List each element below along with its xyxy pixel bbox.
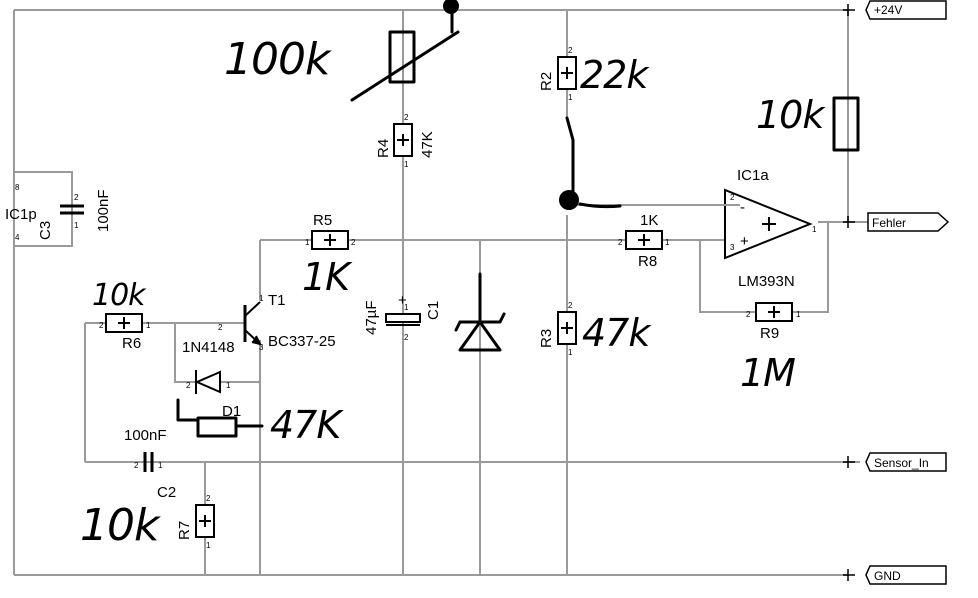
c2-value: 100nF [124, 427, 167, 444]
resistor-r6: 2 1 R6 [99, 313, 151, 352]
t1-pin-b: 2 [218, 323, 223, 332]
r6-pin1: 1 [146, 321, 151, 330]
r8-value: 1K [640, 212, 658, 229]
r3-name: R3 [538, 329, 555, 348]
r9-pin2: 2 [746, 310, 751, 319]
comparator-ic1a: - + 2 3 1 IC1a LM393N [567, 167, 817, 290]
t1-pin-e: 3 [259, 343, 264, 352]
capacitor-c3: 2 1 C3 100nF [37, 189, 112, 240]
capacitor-c1: + 1 2 47µF C1 [363, 292, 442, 342]
ic-pin4: 4 [15, 233, 20, 242]
r6-name: R6 [122, 335, 141, 352]
opamp-minus: - [740, 199, 745, 216]
port-vcc: +24V [843, 0, 947, 20]
hand-r6-label: 10k [92, 278, 147, 313]
t1-name: T1 [268, 292, 286, 309]
r8-pin1: 1 [665, 238, 670, 247]
opamp-pin3: 3 [730, 243, 735, 252]
r7-pin1: 1 [206, 541, 211, 550]
r4-name: R4 [375, 139, 392, 158]
c1-pin2: 2 [404, 333, 409, 342]
r5-pin1: 1 [305, 238, 310, 247]
c3-name: C3 [37, 221, 54, 240]
hand-r7-label: 10k [80, 500, 161, 551]
r8-name: R8 [638, 253, 657, 270]
port-gnd-label: GND [874, 569, 901, 583]
port-sensor: Sensor_In [843, 452, 947, 472]
r2-pin1: 1 [568, 93, 573, 102]
c2-pin1: 1 [158, 461, 163, 470]
hand-r5-label: 1K [302, 255, 353, 299]
d1-part: 1N4148 [182, 339, 235, 356]
opamp-pin1: 1 [812, 225, 817, 234]
ic-power-ref: 8 4 IC1p [5, 183, 37, 242]
port-fault: Fehler [843, 212, 950, 232]
hand-r9-label: 1M [740, 351, 795, 395]
transistor-t1: 1 2 3 T1 BC337-25 [218, 292, 336, 352]
d1-pin-a: 2 [186, 381, 191, 390]
capacitor-c2: 2 1 100nF C2 [124, 427, 176, 501]
diode-d1: 2 1 1N4148 D1 [182, 339, 241, 420]
c1-plus: + [398, 292, 407, 309]
r5-name: R5 [313, 212, 332, 229]
r4-value: 47K [419, 131, 436, 158]
c1-name: C1 [425, 301, 442, 320]
r2-name: R2 [538, 72, 555, 91]
handwritten-annotations: 100k 22k 10k 1K 47k 1M 47K 10k 10k [80, 0, 860, 551]
r3-pin2: 2 [568, 301, 573, 310]
r4-pin2: 2 [404, 113, 409, 122]
c1-value: 47µF [363, 301, 380, 336]
r4-pin1: 1 [404, 160, 409, 169]
opamp-name: IC1a [737, 167, 769, 184]
r9-pin1: 1 [796, 310, 801, 319]
resistor-r9: 2 1 R9 [746, 302, 801, 342]
c1-pin1: 1 [404, 303, 409, 312]
r7-pin2: 2 [206, 494, 211, 503]
r6-pin2: 2 [99, 321, 104, 330]
t1-pin-c: 1 [259, 294, 264, 303]
c3-pin2: 2 [74, 193, 79, 202]
c2-name: C2 [157, 484, 176, 501]
c3-pin1: 1 [74, 221, 79, 230]
resistor-r3: 2 1 R3 [538, 301, 577, 357]
r8-pin2: 2 [618, 238, 623, 247]
r2-pin2: 2 [568, 46, 573, 55]
r7-name: R7 [176, 521, 193, 540]
resistor-r7: 2 1 R7 [176, 494, 215, 550]
hand-r3-label: 47k [582, 311, 652, 355]
opamp-pin2: 2 [730, 193, 735, 202]
port-sensor-label: Sensor_In [874, 456, 929, 470]
r9-name: R9 [760, 325, 779, 342]
junction-dot [559, 190, 579, 210]
c2-pin2: 2 [134, 461, 139, 470]
resistor-r5: 1 2 R5 [305, 212, 356, 250]
d1-pin-k: 1 [226, 381, 231, 390]
port-vcc-label: +24V [874, 3, 902, 17]
hand-d1-series-label: 47K [270, 403, 344, 447]
r3-pin1: 1 [568, 348, 573, 357]
ic-power-label: IC1p [5, 206, 37, 223]
d1-name: D1 [222, 403, 241, 420]
ic-pin8: 8 [15, 183, 20, 192]
resistor-r2: 2 1 R2 [538, 46, 577, 102]
pot-wiper-dot [443, 0, 459, 14]
opamp-plus: + [740, 233, 749, 250]
hand-r2-label: 22k [580, 53, 650, 97]
port-fault-label: Fehler [872, 216, 906, 230]
t1-part: BC337-25 [268, 333, 336, 350]
opamp-part: LM393N [738, 273, 795, 290]
resistor-r4: 2 1 R4 47K [375, 113, 436, 169]
hand-pullup-label: 10k [756, 93, 826, 137]
hand-pot-label: 100k [224, 34, 332, 85]
port-gnd: GND [843, 565, 947, 585]
c3-value: 100nF [95, 189, 112, 232]
r5-pin2: 2 [351, 238, 356, 247]
resistor-r8: 2 1 1K R8 [618, 212, 670, 270]
